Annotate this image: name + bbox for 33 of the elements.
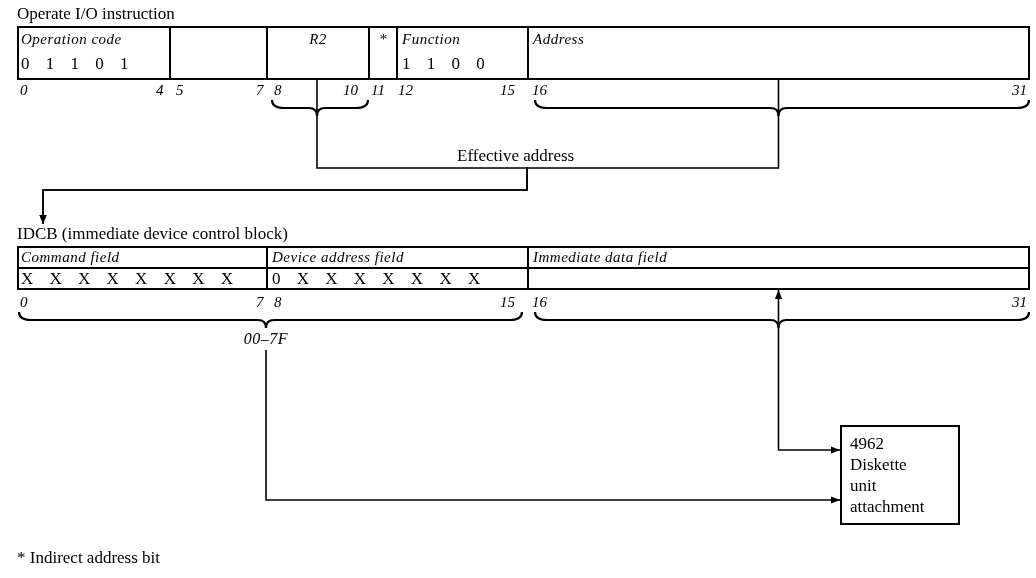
- bit-number: 0: [20, 82, 28, 98]
- field-name: Function: [402, 30, 461, 48]
- bit-number: 0: [20, 294, 28, 310]
- bit-number: 4: [156, 82, 164, 98]
- field-name: Device address field: [272, 248, 404, 266]
- footnote: * Indirect address bit: [17, 548, 161, 568]
- field-name: R2: [308, 30, 328, 48]
- field-name: Command field: [21, 248, 120, 266]
- field-name: *: [378, 30, 388, 48]
- bit-number: 12: [398, 82, 413, 98]
- bit-number: 31: [1012, 294, 1027, 310]
- bit-values: X X X X X X X X: [21, 269, 233, 289]
- bit-number: 15: [500, 294, 515, 310]
- bit-number: 7: [256, 82, 264, 98]
- bit-number: 15: [500, 82, 515, 98]
- bit-number: 8: [274, 82, 282, 98]
- field-name: Address: [533, 30, 585, 48]
- bit-number: 5: [176, 82, 184, 98]
- bit-values: 0 1 1 0 1: [21, 54, 129, 74]
- device-name: 4962 Diskette unit attachment: [850, 433, 926, 517]
- register-title: IDCB (immediate device control block): [17, 224, 288, 244]
- bit-number: 11: [371, 82, 385, 98]
- bit-number: 31: [1012, 82, 1027, 98]
- bit-values: 1 1 0 0: [402, 54, 485, 74]
- bit-number: 10: [343, 82, 358, 98]
- register-title: Operate I/O instruction: [17, 4, 175, 24]
- field-name: Immediate data field: [533, 248, 668, 266]
- bit-number: 16: [532, 294, 547, 310]
- bit-values: 0 X X X X X X X: [272, 269, 481, 289]
- field-name: Operation code: [21, 30, 122, 48]
- bit-number: 16: [532, 82, 547, 98]
- bit-number: 8: [274, 294, 282, 310]
- bit-number: 7: [256, 294, 264, 310]
